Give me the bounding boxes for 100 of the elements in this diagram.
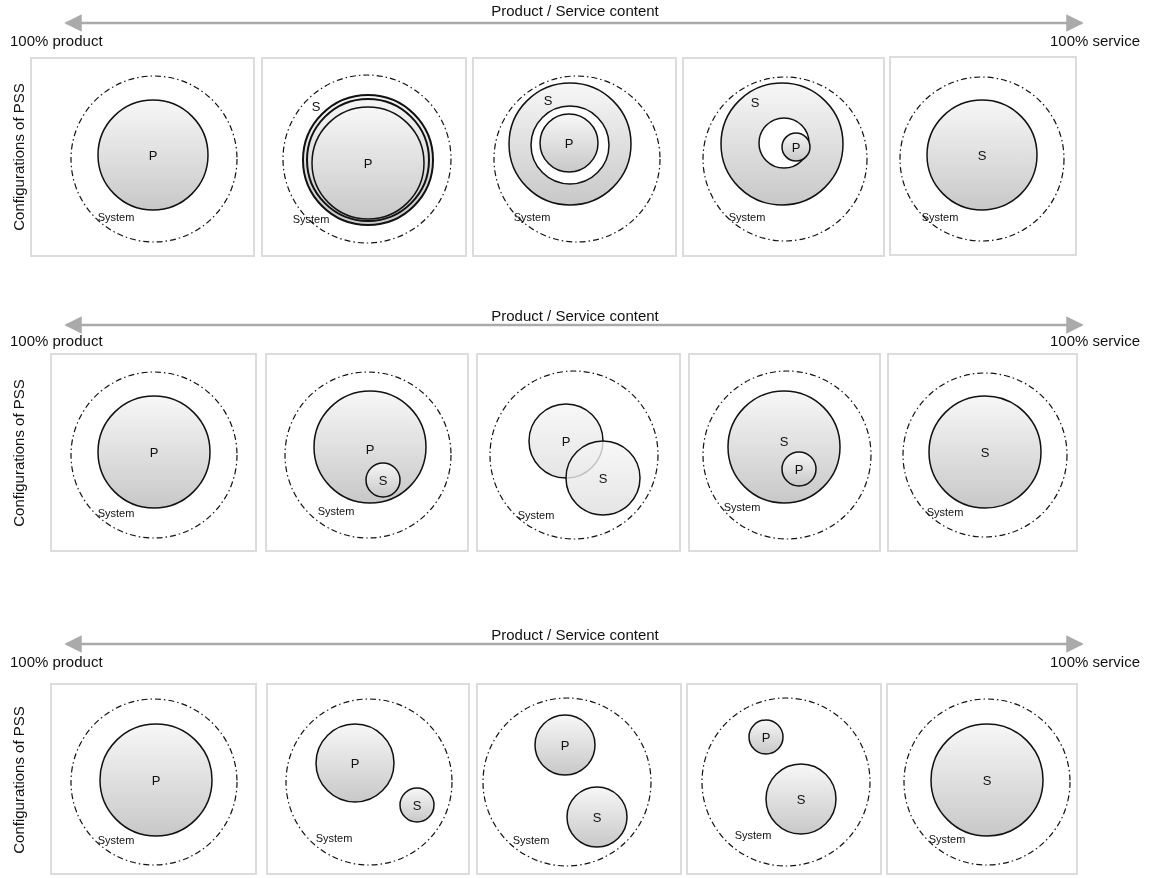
- system-label: System: [317, 505, 355, 517]
- circle-label: P: [791, 140, 801, 154]
- system-label: System: [928, 833, 966, 845]
- circle-label: S: [750, 95, 760, 109]
- circle-shape: [781, 451, 817, 487]
- system-label: System: [728, 211, 766, 223]
- circle-label: S: [598, 471, 608, 485]
- system-label: System: [97, 834, 135, 846]
- circle-label: S: [980, 445, 990, 459]
- circle-label: P: [561, 434, 571, 448]
- circle-shape: [534, 714, 596, 776]
- system-label: System: [315, 832, 353, 844]
- circle-label: S: [796, 792, 806, 806]
- ring-hole: [530, 105, 610, 185]
- row-title: Configurations of PSS: [10, 379, 26, 527]
- system-boundary-circle: [702, 76, 868, 242]
- axis-end-label: 100% service: [1049, 654, 1140, 669]
- system-boundary-circle: [701, 697, 871, 867]
- panel-frame: [476, 683, 682, 875]
- panel-frame: [686, 683, 882, 875]
- system-boundary-circle: [902, 372, 1068, 538]
- panel-frame: [472, 57, 677, 257]
- circle-label: P: [794, 462, 804, 476]
- system-boundary-circle: [284, 371, 452, 539]
- axis-end-label: 100% service: [1049, 33, 1140, 48]
- panel-frame: [265, 353, 469, 552]
- system-label: System: [292, 213, 330, 225]
- circle-label: P: [761, 730, 771, 744]
- system-boundary-circle: [70, 698, 238, 866]
- circle-label: S: [982, 773, 992, 787]
- circle-shape: [928, 395, 1042, 509]
- circle-shape: [365, 462, 401, 498]
- system-boundary-circle: [702, 370, 872, 540]
- axis-end-label: 100% product: [10, 333, 103, 348]
- circle-shape: [97, 395, 211, 509]
- circle-shape: [748, 719, 784, 755]
- circle-shape: [315, 723, 395, 803]
- panel-frame: [682, 57, 885, 257]
- panel-frame: [886, 683, 1078, 875]
- system-boundary-circle: [493, 75, 661, 243]
- system-boundary-circle: [70, 371, 238, 539]
- system-label: System: [517, 509, 555, 521]
- circle-label: P: [148, 148, 158, 162]
- row-title: Configurations of PSS: [10, 706, 26, 854]
- circle-shape: [926, 99, 1038, 211]
- axis-end-label: 100% product: [10, 33, 103, 48]
- circle-shape: [566, 786, 628, 848]
- circle-shape: [727, 390, 841, 504]
- system-label: System: [97, 507, 135, 519]
- circle-shape: [508, 82, 632, 206]
- circle-shape: [399, 787, 435, 823]
- circle-label: P: [363, 156, 373, 170]
- axis-title: Product / Service content: [491, 308, 659, 323]
- circle-label: P: [151, 773, 161, 787]
- system-boundary-circle: [903, 698, 1071, 866]
- system-boundary-circle: [489, 370, 659, 540]
- circle-label: S: [592, 810, 602, 824]
- circle-label: S: [311, 99, 321, 113]
- axis-title: Product / Service content: [491, 627, 659, 642]
- system-boundary-circle: [482, 697, 652, 867]
- system-label: System: [926, 506, 964, 518]
- system-label: System: [723, 501, 761, 513]
- circle-shape: [313, 390, 427, 504]
- system-boundary-circle: [70, 75, 238, 243]
- system-label: System: [513, 211, 551, 223]
- system-label: System: [734, 829, 772, 841]
- panel-frame: [889, 56, 1077, 256]
- system-label: System: [512, 834, 550, 846]
- circle-label: P: [560, 738, 570, 752]
- panel-frame: [266, 683, 470, 875]
- circle-label: S: [977, 148, 987, 162]
- circle-shape: [720, 82, 844, 206]
- system-boundary-circle: [899, 76, 1065, 242]
- circle-shape: [539, 113, 599, 173]
- panel-frame: [476, 353, 681, 552]
- circle-label: S: [412, 798, 422, 812]
- panel-frame: [261, 57, 467, 257]
- circle-label: S: [543, 93, 553, 107]
- panel-frame: [30, 57, 255, 257]
- panel-frame: [887, 353, 1078, 552]
- system-boundary-circle: [282, 74, 452, 244]
- circle-shape: [97, 99, 209, 211]
- ring-hole: [758, 117, 810, 169]
- system-boundary-circle: [285, 698, 453, 866]
- circle-label: P: [350, 756, 360, 770]
- circle-label: S: [779, 434, 789, 448]
- circle-shape: [930, 723, 1044, 837]
- panel-frame: [50, 353, 257, 552]
- circle-label: P: [564, 136, 574, 150]
- axis-title: Product / Service content: [491, 3, 659, 18]
- circle-label: P: [365, 442, 375, 456]
- panel-frame: [50, 683, 257, 875]
- circle-shape: [99, 723, 213, 837]
- panel-frame: [688, 353, 881, 552]
- system-label: System: [921, 211, 959, 223]
- row-title: Configurations of PSS: [10, 83, 26, 231]
- axis-end-label: 100% service: [1049, 333, 1140, 348]
- circle-shape: [781, 132, 811, 162]
- circle-label: S: [378, 473, 388, 487]
- circle-label: P: [149, 445, 159, 459]
